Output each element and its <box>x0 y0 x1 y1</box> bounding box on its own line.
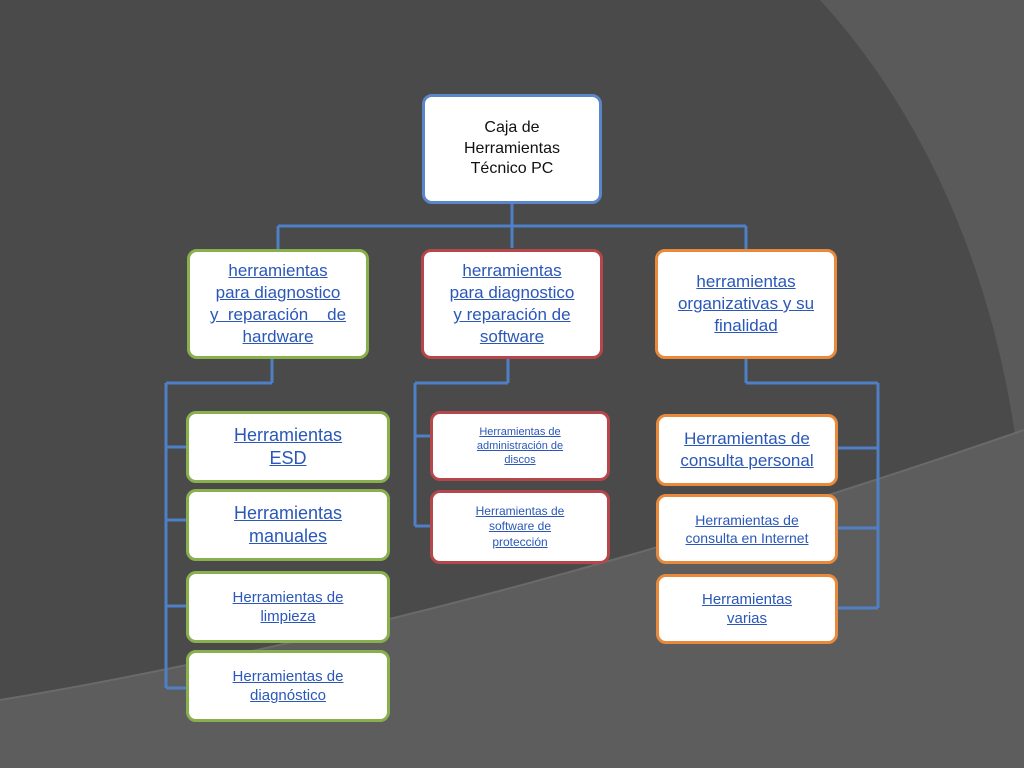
root-label: Caja de Herramientas Técnico PC <box>463 118 561 178</box>
software-item-proteccion[interactable]: Herramientas de software de protección <box>430 490 610 564</box>
category-hardware-node[interactable]: herramientas para diagnostico y reparaci… <box>187 249 369 359</box>
category-software-label[interactable]: herramientas para diagnostico y reparaci… <box>449 260 575 347</box>
software-item-administracion-discos[interactable]: Herramientas de administración de discos <box>430 411 610 481</box>
category-organizativas-node[interactable]: herramientas organizativas y su finalida… <box>655 249 837 359</box>
organizativas-item-consulta-personal[interactable]: Herramientas de consulta personal <box>656 414 838 486</box>
category-software-node[interactable]: herramientas para diagnostico y reparaci… <box>421 249 603 359</box>
hardware-item-limpieza[interactable]: Herramientas de limpieza <box>186 571 390 643</box>
hardware-item-esd[interactable]: Herramientas ESD <box>186 411 390 483</box>
organizativas-item-consulta-internet[interactable]: Herramientas de consulta en Internet <box>656 494 838 564</box>
hardware-item-diagnostico[interactable]: Herramientas de diagnóstico <box>186 650 390 722</box>
root-node: Caja de Herramientas Técnico PC <box>422 94 602 204</box>
category-organizativas-label[interactable]: herramientas organizativas y su finalida… <box>677 271 815 336</box>
hardware-item-manuales[interactable]: Herramientas manuales <box>186 489 390 561</box>
category-hardware-label[interactable]: herramientas para diagnostico y reparaci… <box>209 260 347 347</box>
organizativas-item-varias[interactable]: Herramientas varias <box>656 574 838 644</box>
